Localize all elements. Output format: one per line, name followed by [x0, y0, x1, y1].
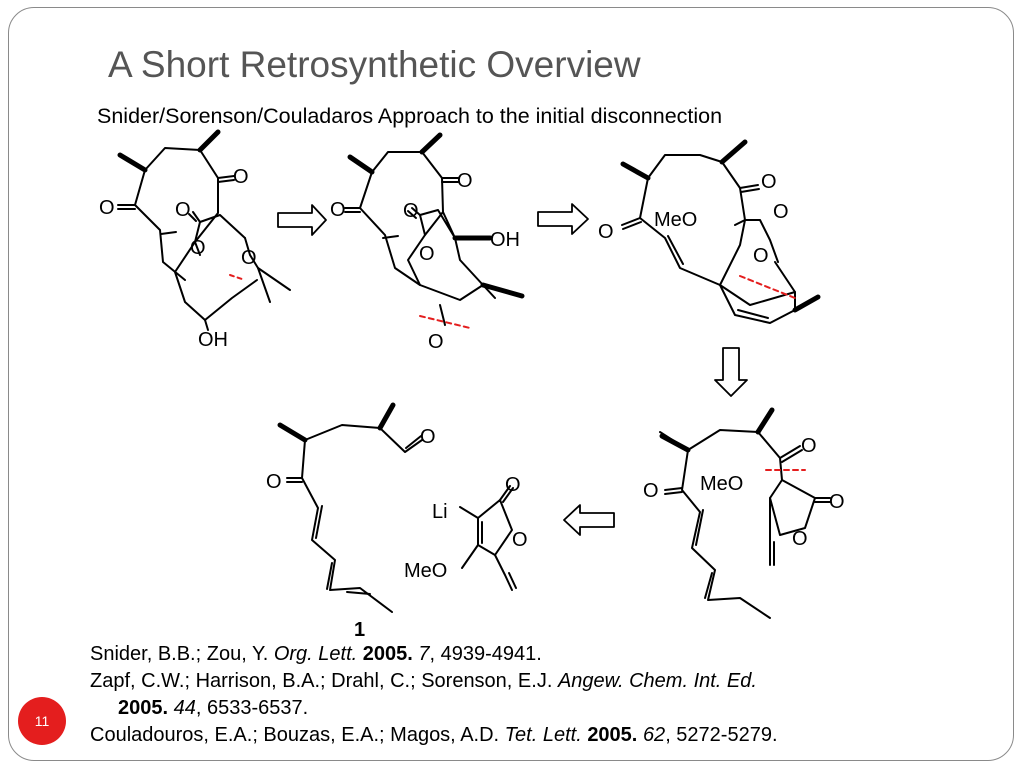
- reference-1: Snider, B.B.; Zou, Y. Org. Lett. 2005. 7…: [90, 641, 990, 668]
- atom-label-o: O: [266, 471, 282, 493]
- ref-journal: Tet. Lett.: [504, 724, 582, 746]
- structure-1: O O: [266, 402, 436, 613]
- methyl-wedge: [117, 152, 148, 173]
- page-number-badge: 11: [18, 697, 66, 745]
- atom-label-o: O: [801, 435, 817, 457]
- retro-arrow: [563, 504, 615, 536]
- methyl-wedge: [419, 132, 443, 155]
- compound-number: 1: [354, 619, 366, 641]
- slide-frame: [8, 7, 1014, 761]
- atom-label-o: O: [420, 426, 436, 448]
- methyl-wedge: [480, 282, 525, 299]
- retro-arrow: [277, 204, 327, 236]
- ref-year: 2005.: [118, 697, 169, 719]
- ref-authors: Zapf, C.W.; Harrison, B.A.; Drahl, C.; S…: [90, 670, 558, 692]
- atom-label-o: O: [428, 331, 444, 353]
- atom-label-o: O: [99, 197, 115, 219]
- structure-a: O O O O O OH: [99, 129, 291, 351]
- methyl-wedge: [792, 294, 821, 313]
- atom-label-o: O: [241, 247, 257, 269]
- ref-pages: , 4939-4941.: [429, 643, 542, 665]
- atom-label-li: Li: [432, 501, 448, 523]
- atom-label-o: O: [773, 201, 789, 223]
- atom-label-o: O: [190, 237, 206, 259]
- structure-e: Li O O MeO: [404, 474, 528, 591]
- methyl-wedge: [755, 407, 775, 435]
- methyl-wedge: [620, 161, 651, 181]
- atom-label-meo: MeO: [404, 560, 447, 582]
- atom-label-oh: OH: [490, 229, 520, 251]
- disconnection-mark: [739, 275, 796, 299]
- slide-title: A Short Retrosynthetic Overview: [108, 44, 641, 85]
- atom-label-o: O: [761, 171, 777, 193]
- ref-authors: Couladouros, E.A.; Bouzas, E.A.; Magos, …: [90, 724, 505, 746]
- ref-pages: , 5272-5279.: [665, 724, 778, 746]
- structure-c: O O MeO O O: [598, 139, 821, 324]
- atom-label-o: O: [792, 528, 808, 550]
- atom-label-meo: MeO: [654, 209, 697, 231]
- atom-label-oh: OH: [198, 329, 228, 351]
- atom-label-o: O: [598, 221, 614, 243]
- atom-label-o: O: [505, 474, 521, 496]
- ref-volume: 62: [642, 724, 666, 746]
- ref-volume: 7: [418, 643, 430, 665]
- ref-year: 2005.: [587, 724, 638, 746]
- atom-label-o: O: [233, 166, 249, 188]
- disconnection-mark: [419, 315, 471, 329]
- slide-subtitle: Snider/Sorenson/Couladaros Approach to t…: [97, 104, 723, 128]
- reference-2: Zapf, C.W.; Harrison, B.A.; Drahl, C.; S…: [90, 668, 990, 722]
- atom-label-o: O: [403, 200, 419, 222]
- structure-d: O O MeO O O: [643, 407, 845, 619]
- reference-3: Couladouros, E.A.; Bouzas, E.A.; Magos, …: [90, 722, 990, 749]
- retro-arrow: [537, 203, 589, 235]
- methyl-wedge: [377, 402, 396, 431]
- disconnection-mark: [229, 274, 246, 281]
- atom-label-o: O: [175, 199, 191, 221]
- atom-label-o: O: [457, 170, 473, 192]
- atom-label-meo: MeO: [700, 473, 743, 495]
- atom-label-o: O: [512, 529, 528, 551]
- atom-label-o: O: [643, 480, 659, 502]
- ref-pages: , 6533-6537.: [195, 697, 309, 719]
- atom-label-o: O: [330, 199, 346, 221]
- methyl-wedge: [719, 139, 748, 165]
- atom-label-o: O: [419, 243, 435, 265]
- methyl-wedge: [659, 433, 691, 453]
- ref-journal: Angew. Chem. Int. Ed.: [557, 670, 757, 692]
- retro-arrow: [714, 347, 748, 397]
- atom-label-o: O: [753, 245, 769, 267]
- methyl-wedge: [277, 422, 308, 443]
- retrosynthesis-scheme: O O O O O OH: [99, 129, 845, 619]
- ref-authors: Snider, B.B.; Zou, Y.: [90, 643, 274, 665]
- ref-journal: Org. Lett.: [273, 643, 358, 665]
- ref-year: 2005.: [362, 643, 413, 665]
- structure-b: O O O O OH O: [330, 132, 525, 353]
- methyl-wedge: [197, 129, 221, 153]
- ref-volume: 44: [173, 697, 196, 719]
- atom-label-o: O: [829, 491, 845, 513]
- methyl-wedge: [347, 154, 375, 175]
- references: Snider, B.B.; Zou, Y. Org. Lett. 2005. 7…: [90, 641, 990, 749]
